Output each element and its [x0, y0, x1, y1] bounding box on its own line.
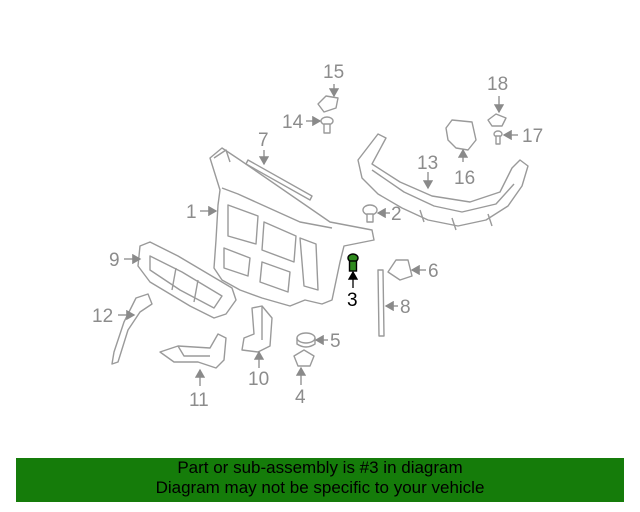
- leader-lines: [118, 84, 518, 386]
- part-7-seal: [245, 159, 313, 201]
- info-banner: Part or sub-assembly is #3 in diagram Di…: [16, 458, 624, 502]
- callout-12: 12: [92, 306, 113, 327]
- callout-18: 18: [487, 74, 508, 95]
- callout-1: 1: [186, 202, 197, 223]
- callout-2: 2: [391, 204, 402, 225]
- banner-line-1: Part or sub-assembly is #3 in diagram: [177, 458, 463, 477]
- part-1-front-panel: [209, 147, 375, 307]
- part-2-bolt: [362, 204, 378, 223]
- parts-diagram: 1 2 3 4 5 6 7 8 9 10 11 12 13 14 15 16 1…: [92, 62, 543, 411]
- callout-11: 11: [189, 390, 209, 411]
- part-18-clip: [487, 113, 507, 127]
- part-4-clip: [293, 349, 315, 367]
- callout-4: 4: [295, 387, 306, 408]
- part-14-screw: [320, 116, 334, 134]
- callout-7: 7: [258, 130, 269, 151]
- part-11-air-guide: [159, 333, 227, 369]
- callout-14: 14: [282, 112, 304, 133]
- part-12-bracket: [111, 293, 153, 365]
- callout-6: 6: [428, 261, 439, 282]
- callout-16: 16: [454, 168, 475, 189]
- callout-8: 8: [400, 297, 411, 318]
- callout-10: 10: [248, 369, 269, 390]
- callout-9: 9: [109, 250, 120, 271]
- part-6-bracket: [387, 259, 413, 281]
- part-9-air-duct: [137, 241, 237, 319]
- callout-3: 3: [347, 290, 358, 311]
- part-17-screw: [493, 130, 503, 145]
- callout-5: 5: [330, 331, 341, 352]
- callout-17: 17: [522, 126, 543, 147]
- part-10-bracket: [241, 305, 273, 353]
- part-16-bracket: [445, 119, 477, 151]
- part-8-strip: [377, 269, 385, 337]
- part-13-carrier: [357, 133, 529, 231]
- part-3-fastener: [347, 253, 359, 272]
- callout-15: 15: [323, 62, 344, 83]
- banner-line-2: Diagram may not be specific to your vehi…: [155, 478, 485, 497]
- part-15-clip: [317, 95, 339, 113]
- part-5-nut: [296, 332, 316, 348]
- callout-13: 13: [417, 153, 438, 174]
